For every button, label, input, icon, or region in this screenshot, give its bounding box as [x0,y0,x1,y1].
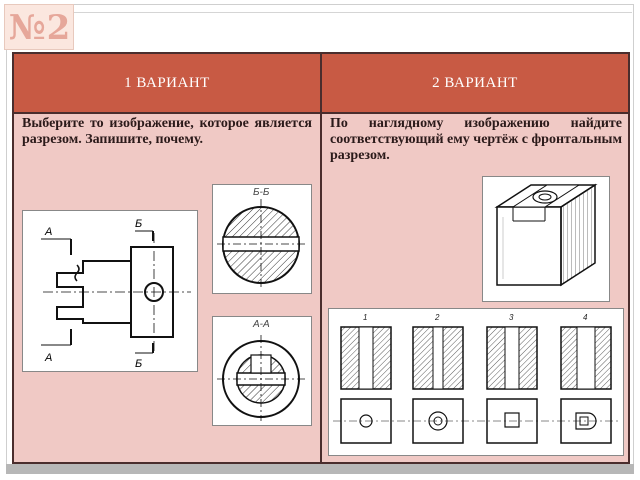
option-2-drawing[interactable] [412,326,464,444]
part-drawing: А А Б Б [22,210,198,372]
letter-a-bottom: А [44,352,52,364]
isometric-drawing [482,176,610,302]
options-svg [333,326,619,444]
option-number-3: 3 [509,313,514,322]
option-1-drawing[interactable] [340,326,392,444]
slide-number: №2 [8,8,72,48]
row-divider [14,112,628,114]
column-divider [320,54,322,462]
options-drawing: 1 2 3 4 [328,308,624,456]
letter-b-bottom: Б [135,358,142,370]
part-drawing-svg: А А Б Б [41,218,191,370]
variant2-question: По наглядному изображению найдите соотве… [330,116,622,163]
section-1-svg [217,199,307,289]
top-rule [72,12,632,13]
option-number-1: 1 [363,313,368,322]
section-image-1: Б-Б [212,184,312,294]
slide-number-badge: №2 [4,4,74,50]
isometric-svg [494,183,598,287]
letter-a-top: А [44,226,52,238]
option-number-2: 2 [435,313,440,322]
option-number-4: 4 [583,313,588,322]
variant2-header: 2 ВАРИАНТ [322,54,628,112]
section-image-2: А-А [212,316,312,426]
section-caption-1: Б-Б [253,187,270,198]
variant1-header: 1 ВАРИАНТ [14,54,320,112]
section-2-svg [217,335,307,421]
option-3-drawing[interactable] [486,326,538,444]
letter-b-top: Б [135,218,142,230]
variants-table: 1 ВАРИАНТ 2 ВАРИАНТ Выберите то изображе… [12,52,630,464]
section-caption-2: А-А [253,319,270,330]
option-4-drawing[interactable] [560,326,612,444]
bottom-band [6,464,634,474]
variant1-question: Выберите то изображение, которое являетс… [22,116,312,147]
